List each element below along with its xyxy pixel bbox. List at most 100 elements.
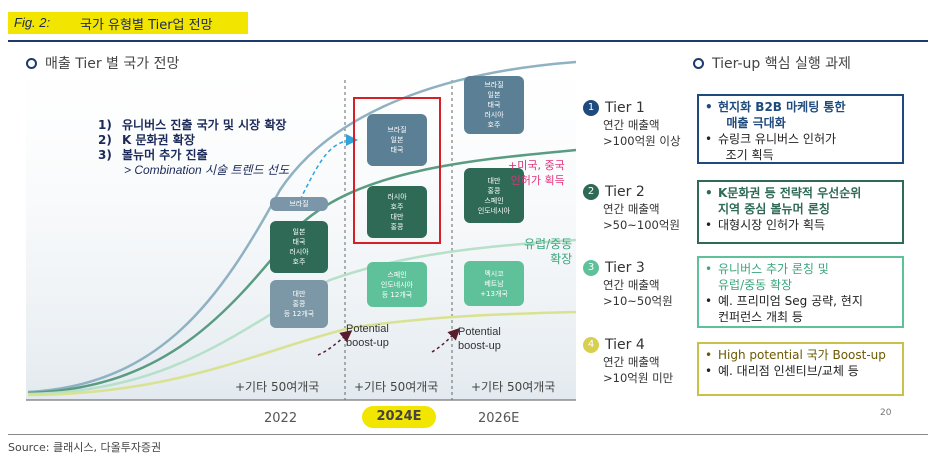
tier-heading: 4 Tier 4 xyxy=(583,336,693,354)
boost-up-label: Potential boost-up xyxy=(346,322,389,350)
tier-desc: >50~100억원 xyxy=(603,218,681,232)
top-rule xyxy=(8,40,928,42)
label-line: +미국, 중국 xyxy=(508,159,565,172)
tier-desc: 연간 매출액 xyxy=(603,118,660,132)
action-item: •현지화 B2B 마케팅 통한 매출 극대화 xyxy=(705,100,846,130)
goal-item: 2) K 문화권 확장 xyxy=(98,133,289,148)
tile-line: 호주 xyxy=(390,203,404,211)
tier4-action-box: •High potential 국가 Boost-up •예. 대리점 인센티브… xyxy=(697,342,904,396)
tier2-action-box: •K문화권 등 전략적 우선순위 지역 중심 볼뉴머 론칭 •대형시장 인허가 … xyxy=(697,180,904,244)
action-text: 예. 대리점 인센티브/교체 등 xyxy=(718,364,859,378)
tile-line: 대만 xyxy=(292,290,306,298)
growth-goals-list: 1) 유니버스 진출 국가 및 시장 확장 2) K 문화권 확장 3) 볼뉴머… xyxy=(98,118,289,178)
tier-name: Tier 4 xyxy=(605,337,645,353)
action-text: 현지화 B2B 마케팅 통한 매출 극대화 xyxy=(718,100,846,130)
figure-title: 국가 유형별 Tier업 전망 xyxy=(80,18,213,33)
label-line: boost-up xyxy=(458,340,501,352)
tier-badge: 4 xyxy=(583,337,599,353)
action-text: K문화권 등 전략적 우선순위 지역 중심 볼뉴머 론칭 xyxy=(718,186,862,216)
tier-heading: 2 Tier 2 xyxy=(583,183,693,201)
goal-number: 2) xyxy=(98,133,112,147)
action-item: •대형시장 인허가 획득 xyxy=(705,218,825,232)
tile-line: 대만 xyxy=(390,213,404,221)
tier3-action-box: •유니버스 추가 론칭 및 유럽/중동 확장 •예. 프리미엄 Seg 공략, … xyxy=(697,256,904,328)
tile-line: 등 12개국 xyxy=(381,290,413,299)
label-line: 인허가 획득 xyxy=(510,174,565,187)
tier-1: 1 Tier 1 연간 매출액 >100억원 이상 xyxy=(583,99,693,149)
tile-line: 호주 xyxy=(487,121,501,129)
action-item: •High potential 국가 Boost-up xyxy=(705,348,886,362)
label-line: 확장 xyxy=(550,252,573,266)
tile-line: 등 12개국 xyxy=(283,310,315,318)
tile-2026-tier3: 멕시코 베트남 +13개국 xyxy=(464,261,524,306)
boost-arrow-2 xyxy=(431,327,461,353)
tile-2022-tier1: 브라질 xyxy=(270,197,328,211)
tile-line: 홍콩 xyxy=(390,223,404,231)
tile-line: 호주 xyxy=(292,258,306,266)
tile-2024-tier2: 러시아 호주 대만 홍콩 xyxy=(367,186,427,238)
label-line: 유럽/중동 xyxy=(524,237,573,251)
tier-3: 3 Tier 3 연간 매출액 >10~50억원 xyxy=(583,259,693,309)
tile-line: 브라질 xyxy=(289,200,309,208)
tier-desc: >10~50억원 xyxy=(603,294,673,308)
migration-arrow xyxy=(299,134,358,201)
tile-2026-tier1: 브라질 일본 태국 러시아 호주 xyxy=(464,76,524,134)
source-note: Source: 클래시스, 다올투자증권 xyxy=(8,441,162,454)
action-item: •예. 대리점 인센티브/교체 등 xyxy=(705,364,859,378)
tile-line: 브라질 xyxy=(484,81,504,89)
tile-line: 인도네시아 xyxy=(477,206,511,215)
right-section-title-text: Tier-up 핵심 실행 과제 xyxy=(712,56,851,72)
tier-4: 4 Tier 4 연간 매출액 >10억원 미만 xyxy=(583,336,693,386)
tier4-curve xyxy=(27,310,577,397)
year-label: 2026E xyxy=(478,411,520,426)
tile-2024-tier3: 스페인 인도네시아 등 12개국 xyxy=(367,262,427,307)
tier-2: 2 Tier 2 연간 매출액 >50~100억원 xyxy=(583,183,693,233)
action-item: •K문화권 등 전략적 우선순위 지역 중심 볼뉴머 론칭 xyxy=(705,186,862,216)
figure-number: Fig. 2: xyxy=(14,15,51,30)
other-countries-label: +기타 50여개국 xyxy=(235,380,320,394)
tile-line: 러시아 xyxy=(484,111,504,119)
tile-line: 스페인 xyxy=(387,270,407,279)
tile-line: 브라질 xyxy=(387,126,407,134)
action-text: 유니버스 추가 론칭 및 유럽/중동 확장 xyxy=(718,262,829,292)
tile-line: 대만 xyxy=(487,176,501,185)
tile-line: 인도네시아 xyxy=(380,280,414,289)
goal-number: 3) xyxy=(98,148,112,162)
goal-item: 1) 유니버스 진출 국가 및 시장 확장 xyxy=(98,118,289,133)
tile-line: 스페인 xyxy=(484,196,504,205)
goal-subtext: > Combination 시술 트렌드 선도 xyxy=(124,163,289,177)
goal-number: 1) xyxy=(98,118,112,132)
year-label-highlight: 2024E xyxy=(362,406,436,428)
tier-desc: >100억원 이상 xyxy=(603,134,681,148)
tier-desc: 연간 매출액 xyxy=(603,202,660,216)
label-line: Potential xyxy=(458,326,501,338)
tile-2026-tier2: 대만 홍콩 스페인 인도네시아 xyxy=(464,168,524,223)
page-number: 20 xyxy=(880,408,892,418)
tile-line: 일본 xyxy=(390,136,404,144)
tile-line: 일본 xyxy=(292,228,306,236)
action-text: 슈링크 유니버스 인허가 조기 획득 xyxy=(718,132,837,162)
other-countries-label: +기타 50여개국 xyxy=(354,380,439,394)
tier1-action-box: •현지화 B2B 마케팅 통한 매출 극대화 •슈링크 유니버스 인허가 조기 … xyxy=(697,94,904,164)
tier-badge: 1 xyxy=(583,100,599,116)
action-item: •슈링크 유니버스 인허가 조기 획득 xyxy=(705,132,837,162)
label-line: Potential xyxy=(346,323,389,335)
goal-item: 3) 볼뉴머 추가 진출 xyxy=(98,148,289,163)
goal-text: K 문화권 확장 xyxy=(122,133,195,147)
tile-line: 러시아 xyxy=(289,248,309,256)
year-label: 2022 xyxy=(264,411,298,426)
tile-2024-tier1: 브라질 일본 태국 xyxy=(367,114,427,166)
tile-line: +13개국 xyxy=(480,289,508,298)
tier-heading: 3 Tier 3 xyxy=(583,259,693,277)
tile-line: 멕시코 xyxy=(484,269,504,278)
tile-2022-tier2: 일본 태국 러시아 호주 xyxy=(270,221,328,273)
tile-2022-tier3: 대만 홍콩 등 12개국 xyxy=(270,280,328,328)
action-text: High potential 국가 Boost-up xyxy=(718,348,886,362)
bottom-rule xyxy=(8,434,928,435)
us-china-label: +미국, 중국 인허가 획득 xyxy=(508,158,565,188)
tier-name: Tier 3 xyxy=(605,260,645,276)
tier-desc: 연간 매출액 xyxy=(603,355,660,369)
tile-line: 일본 xyxy=(487,91,501,99)
action-text: 대형시장 인허가 획득 xyxy=(718,218,825,232)
goal-text: 볼뉴머 추가 진출 xyxy=(122,148,208,162)
